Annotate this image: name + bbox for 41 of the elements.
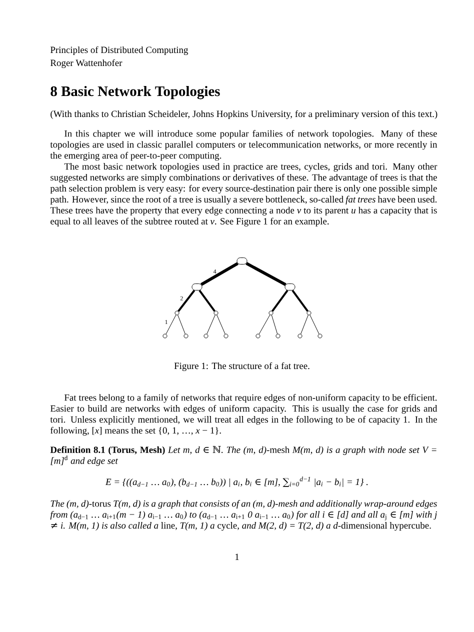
tree-node [306, 310, 312, 316]
tree-node [192, 284, 202, 290]
tree-edge [292, 290, 308, 312]
paragraph: The most basic network topologies used in practice are trees, cycles, grids and tori. Many other suggested networks are simply combinations or derivatives of these. The advantage of trees is that the path selection problem is very easy: for every source-destination pair there is only one possible simple path. However, since the root of a tree is usually a severe bottleneck, so-called fat trees have been used. These trees have the property that every edge connecting a node v to its parent u has a capacity that is equal to all leaves of the subtree routed at v. See Figure 1 for an example. [50, 163, 438, 226]
paragraph: The (m, d)-torus T(m, d) is a graph that consists of an (m, d)-mesh and additionally wrap-around edges from (a$_{d−1}$ … a$_{i+1}$(m − 1) a$_{i−1}$ … a$_{0}$) to (a$_{d−1}$ … a$_{i+1}$ 0 a$_{i−1}$ … a$_{0}$) for all i ∈ [d] and all a$_{j}$ ∈ [m] with j ≠ i. M(m, 1) is also called a line, T(m, 1) a cycle, and M(2, d) = T(2, d) a d-dimensional hypercube. [50, 500, 437, 531]
tree-node [204, 334, 208, 338]
paragraph: In this chapter we will introduce some popular families of network topologies. Many of these topologies are used in classic parallel computers or telecommunication networks, or more recently in the emerging area of peer-to-peer computing. [50, 130, 438, 161]
paragraph: Fat trees belong to a family of networks that require edges of non-uniform capacity to be efficient. Easier to build are networks with edges of uniform capacity. This is usually the case for grids and tori. Unless explicitly mentioned, we will treat all edges in the following to be of capacity 1. In the following, [x] means the set {0, 1, …, x − 1}. [50, 394, 438, 436]
page-number: 1 [235, 554, 239, 560]
tree-edge [178, 290, 196, 312]
tree-edge [258, 314, 270, 334]
tree-edge [272, 290, 288, 312]
section-heading: 8 Basic Network Topologies [50, 86, 220, 100]
tree-edge [246, 262, 286, 286]
tree-edge [166, 314, 176, 334]
note-text: (With thanks to Christian Scheideler, Johns Hopkins University, for a preliminary version of this text.) [50, 110, 438, 120]
tree-node [184, 334, 188, 338]
tree-edge [300, 314, 308, 334]
tree-node [224, 334, 228, 338]
equation: E = {((a$_{d−1}$ … a$_{0}$), (b$_{d−1}$ … b$_{0}$)) | a$_{i}$, b$_{i}$ ∈ [m], ∑$_{i=0}$$^{d−1}$ |a$_{i}$ − b$_{i}$| = 1} . [105, 476, 368, 488]
header-text: Roger Wattenhofer [50, 59, 122, 68]
tree-node [298, 334, 302, 338]
tree-edge [200, 262, 238, 286]
tree-node [214, 310, 218, 316]
tree-node [276, 334, 280, 338]
tree-edge [178, 314, 186, 334]
tree-node [174, 310, 180, 316]
tree-node [268, 310, 274, 316]
figure-caption: Figure 1: The structure of a fat tree. [174, 362, 310, 372]
tree-node [236, 258, 248, 264]
paragraph: Definition 8.1 (Torus, Mesh) Let m, d ∈ ℕ. The (m, d)-mesh M(m, d) is a graph with node set V = [m]$^{d}$ and edge set [50, 446, 436, 466]
tree-edge [198, 290, 216, 312]
tree-edge [271, 314, 278, 334]
tree-node [318, 334, 322, 338]
tree-node [284, 284, 296, 290]
tree-edge [206, 314, 216, 334]
tree-node [256, 334, 260, 338]
tree-edge [310, 314, 320, 334]
tree-node [162, 334, 168, 338]
header-text: Principles of Distributed Computing [50, 46, 188, 56]
tree-edge [216, 314, 226, 334]
